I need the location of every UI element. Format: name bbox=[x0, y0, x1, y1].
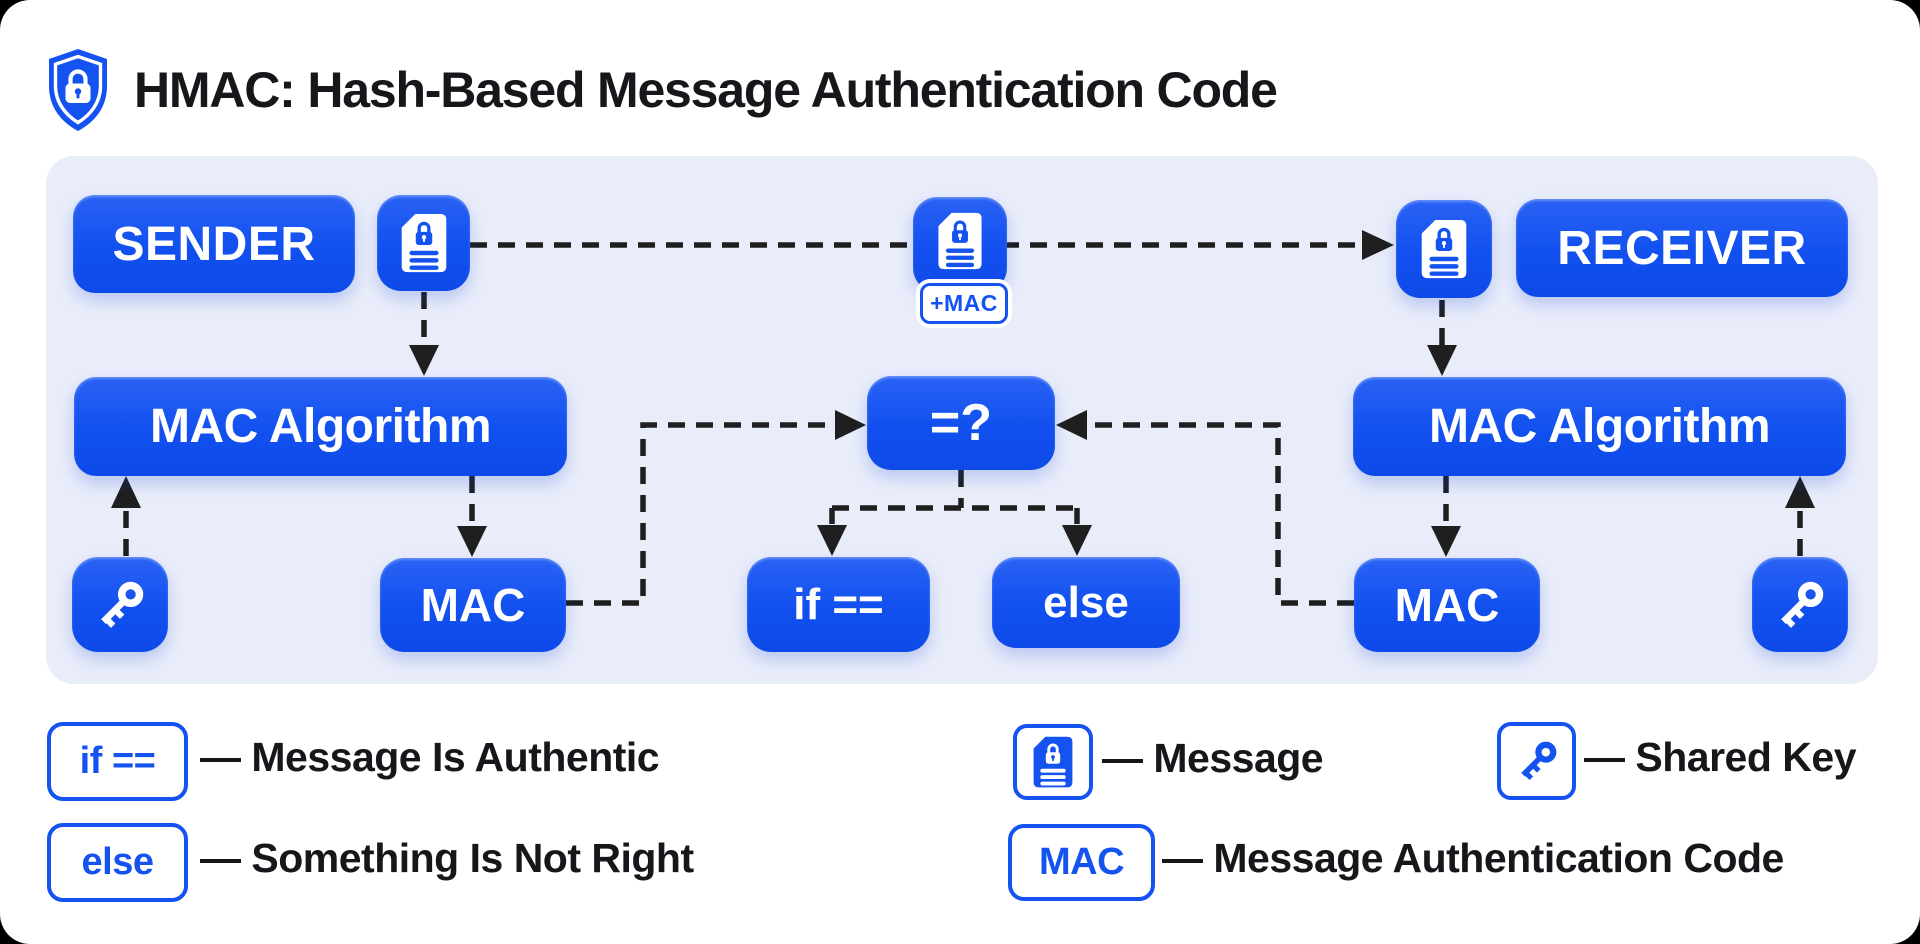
arrowhead-right bbox=[1362, 230, 1394, 260]
legend-mac-label: — Message Authentication Code bbox=[1162, 835, 1784, 881]
connector-compare-branches bbox=[829, 470, 1080, 524]
shield-lock-icon bbox=[49, 49, 107, 131]
if-equal-box: if == bbox=[747, 557, 930, 652]
arrowhead-down bbox=[1427, 345, 1457, 376]
key-glyph bbox=[1520, 741, 1556, 781]
sender-box: SENDER bbox=[73, 195, 355, 293]
document-glyph bbox=[1421, 219, 1467, 279]
legend-else-chip: else bbox=[47, 823, 188, 902]
page-title: HMAC: Hash-Based Message Authentication … bbox=[134, 62, 1278, 118]
legend-else-label: — Something Is Not Right bbox=[200, 835, 694, 881]
plus-mac-badge: +MAC bbox=[920, 283, 1008, 324]
message-icon bbox=[377, 195, 470, 291]
mac-right-box: MAC bbox=[1354, 558, 1540, 652]
mac-left-box: MAC bbox=[380, 558, 566, 652]
arrowhead-down bbox=[1431, 526, 1461, 557]
key-glyph bbox=[1781, 581, 1824, 628]
arrowhead-left bbox=[1056, 410, 1087, 440]
arrowhead-down bbox=[817, 525, 847, 556]
arrowhead-right bbox=[835, 410, 866, 440]
compare-box: =? bbox=[867, 376, 1055, 470]
else-box: else bbox=[992, 557, 1180, 648]
legend-if-equal-label: — Message Is Authentic bbox=[200, 734, 660, 780]
mac-algorithm-right-box: MAC Algorithm bbox=[1353, 377, 1846, 476]
diagram-panel: SENDER bbox=[46, 156, 1878, 684]
document-glyph bbox=[938, 212, 982, 269]
document-glyph bbox=[1033, 736, 1073, 788]
legend-shared-key-icon bbox=[1497, 722, 1576, 800]
legend-message-icon bbox=[1013, 724, 1093, 800]
key-glyph bbox=[101, 581, 144, 628]
connector-mac-right-to-compare bbox=[1086, 422, 1354, 606]
arrowhead-up bbox=[111, 476, 141, 508]
receiver-box: RECEIVER bbox=[1516, 199, 1848, 297]
arrowhead-down bbox=[409, 345, 439, 376]
connector-mac-left-to-compare bbox=[566, 422, 836, 606]
shared-key-icon bbox=[1752, 557, 1848, 652]
arrowhead-up bbox=[1785, 476, 1815, 508]
shared-key-icon bbox=[72, 557, 168, 652]
message-icon bbox=[1396, 200, 1492, 298]
legend-if-equal-chip: if == bbox=[47, 722, 188, 801]
document-glyph bbox=[401, 213, 446, 273]
arrowhead-down bbox=[457, 526, 487, 557]
legend-message-label: — Message bbox=[1102, 734, 1324, 781]
arrowhead-down bbox=[1062, 525, 1092, 556]
mac-algorithm-left-box: MAC Algorithm bbox=[74, 377, 567, 476]
legend-mac-chip: MAC bbox=[1008, 824, 1155, 901]
message-plus-mac-icon bbox=[913, 197, 1007, 292]
legend-shared-key-label: — Shared Key bbox=[1584, 733, 1857, 780]
